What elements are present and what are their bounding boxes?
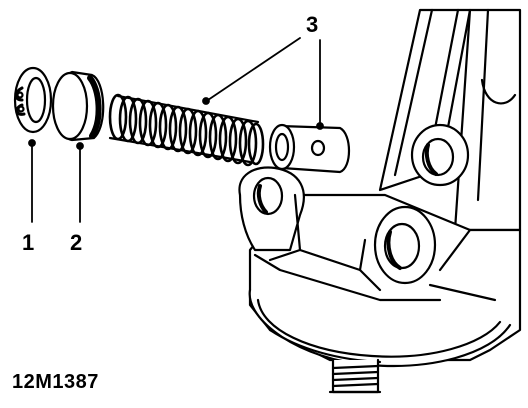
callout-label-3: 3 [306, 12, 319, 37]
plunger-cross-hole [310, 139, 326, 157]
plunger-body [278, 124, 351, 174]
housing-body-edge-6 [253, 253, 442, 302]
plunger-end-face [268, 123, 296, 171]
part-1-circlip [13, 66, 53, 134]
leader-dot-3-spring [202, 97, 210, 105]
leader-dot-1 [28, 139, 36, 147]
housing-hook [480, 78, 517, 105]
stud-thread-1 [331, 364, 380, 370]
housing-threaded-stud [331, 358, 380, 394]
housing-left-ear-shade [256, 184, 268, 214]
circlip-inner [25, 76, 47, 124]
pump-housing [238, 8, 522, 394]
housing-body-edge-2 [268, 248, 302, 262]
spring-coils [108, 93, 265, 167]
circlip-lug-hole-bottom [17, 105, 25, 113]
stud-thread-4 [331, 382, 380, 388]
housing-lower-boss-shade [386, 230, 402, 270]
plug-shade [87, 75, 102, 139]
leader-dot-2 [76, 142, 84, 150]
housing-right-post-edge [476, 8, 490, 202]
plug-front-face [51, 71, 89, 141]
housing-bottom-flange-lip [256, 298, 502, 358]
stud-thread-2 [331, 370, 380, 376]
housing-body-edge-5 [428, 283, 497, 302]
leader-line-3-spring [207, 37, 301, 101]
callout-label-2: 2 [70, 230, 83, 255]
plunger-end-recess [274, 132, 290, 162]
circlip-ear-top [14, 86, 24, 102]
leader-dot-3-plunger [316, 122, 324, 130]
part-3-spring [108, 93, 265, 167]
circlip-lug-hole-top [16, 91, 24, 99]
figure-reference-code: 12M1387 [12, 371, 99, 393]
housing-body-edge-3 [358, 238, 367, 272]
housing-upper-boss-shade [424, 143, 438, 176]
housing-body-edge-4 [438, 228, 472, 272]
part-2-plug [51, 70, 105, 142]
callout-label-1: 1 [22, 230, 35, 255]
stud-thread-3 [331, 376, 380, 382]
callout-leaders [28, 37, 324, 223]
part-3-plunger [268, 123, 351, 174]
housing-body-edge-1 [293, 193, 382, 292]
housing-arm-inner-edge [393, 8, 434, 177]
